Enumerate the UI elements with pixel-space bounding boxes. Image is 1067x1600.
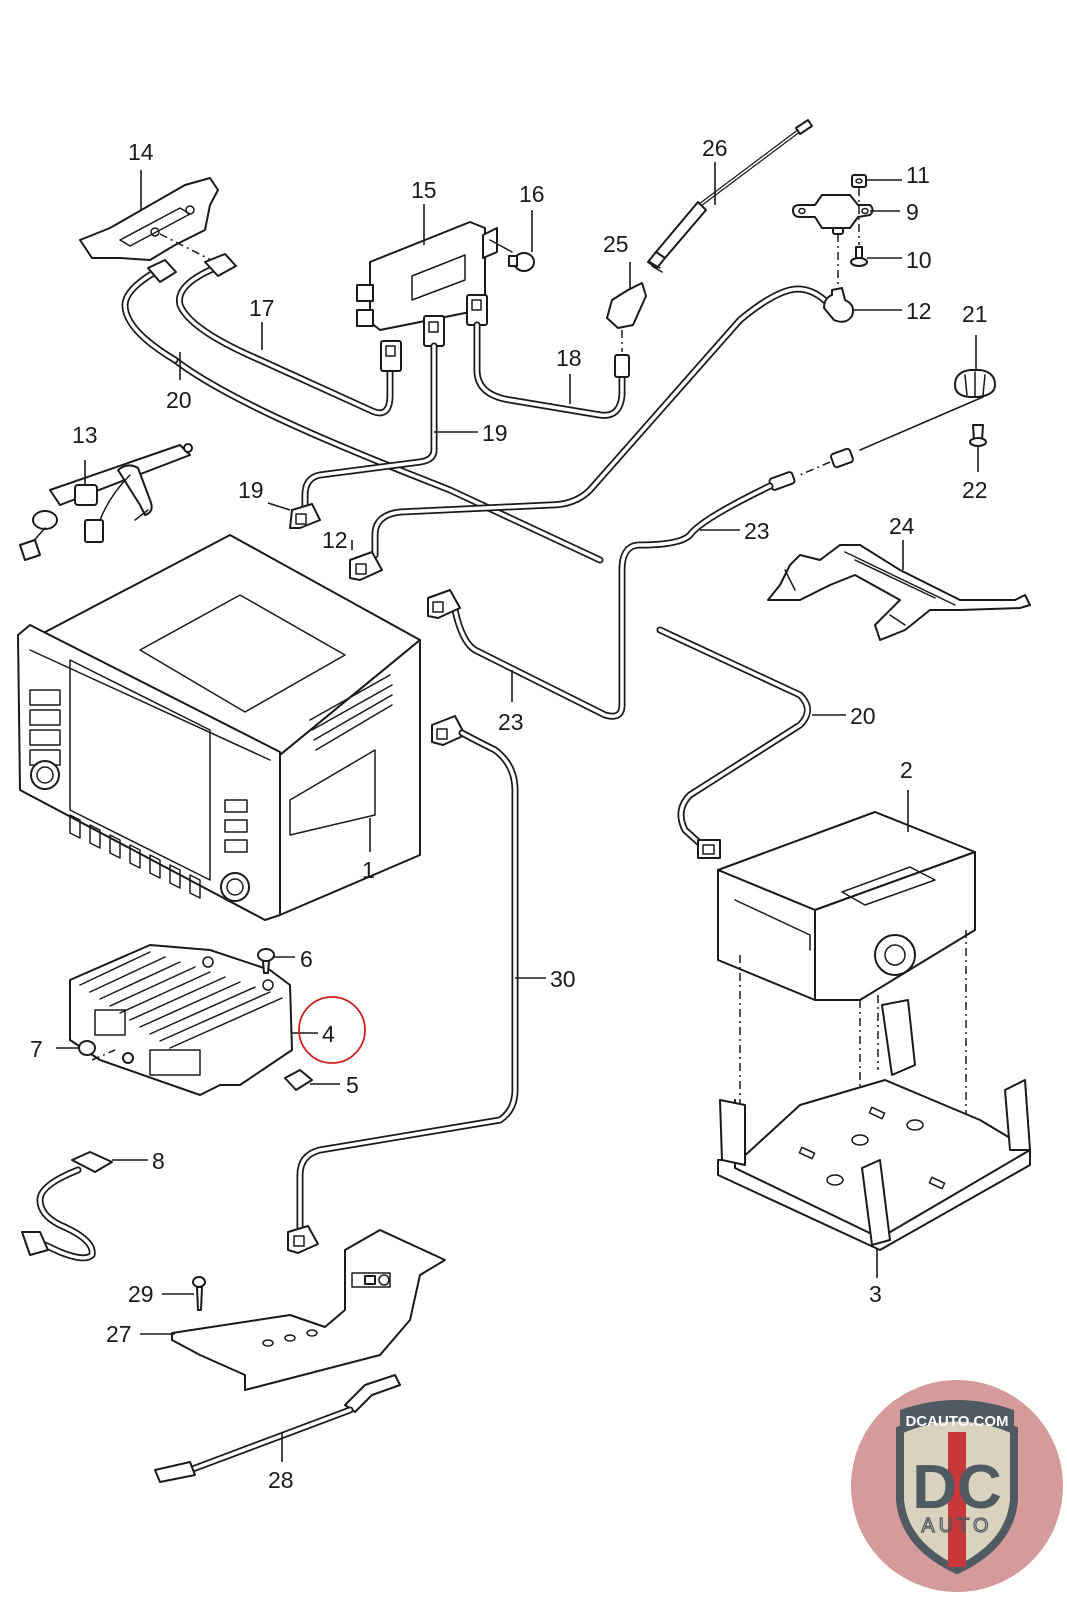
callout-15: 15 <box>411 177 437 203</box>
gps-wire <box>859 396 984 451</box>
callout-21: 21 <box>962 301 988 327</box>
fan-icon <box>874 934 916 976</box>
callout-23b: 23 <box>498 709 524 735</box>
callout-24: 24 <box>889 513 915 539</box>
part-4-amplifier <box>69 944 293 1096</box>
callout-17: 17 <box>249 295 275 321</box>
part-22-screw <box>969 424 987 447</box>
cable-12 <box>349 285 855 581</box>
part-9-antenna-module <box>792 194 874 235</box>
cable-20-long <box>171 356 811 859</box>
logo-site-text: DCAUTO.COM <box>905 1413 1008 1430</box>
left-knob <box>30 760 60 790</box>
callout-18: 18 <box>556 345 582 371</box>
callout-5: 5 <box>346 1072 359 1098</box>
callout-2: 2 <box>900 757 913 783</box>
part-28-cable <box>154 1374 401 1483</box>
callout-19a: 19 <box>482 420 508 446</box>
callouts: 1 2 3 4 5 6 7 8 9 10 11 12 <box>30 135 988 1493</box>
heatsink-fins <box>79 951 283 1049</box>
callout-16: 16 <box>519 181 545 207</box>
callout-27: 27 <box>106 1321 132 1347</box>
callout-20a: 20 <box>166 387 192 413</box>
logo-stripe <box>948 1432 966 1567</box>
part-24-bracket <box>767 544 1031 641</box>
callout-12b: 12 <box>322 527 348 553</box>
part-14-bracket <box>79 177 219 263</box>
callout-1: 1 <box>362 857 375 883</box>
callout-9: 9 <box>906 199 919 225</box>
cable-30 <box>287 715 519 1254</box>
part-27-mounting-plate <box>171 1229 446 1391</box>
part-25-antenna-base <box>606 282 647 352</box>
callout-29: 29 <box>128 1281 154 1307</box>
callout-14: 14 <box>128 139 154 165</box>
part-8-adapter-cable <box>21 1151 113 1262</box>
callout-11: 11 <box>906 162 930 188</box>
callout-3: 3 <box>869 1281 882 1307</box>
callout-20b: 20 <box>850 703 876 729</box>
logo-letters: DC <box>912 1453 1002 1522</box>
callout-6: 6 <box>300 946 313 972</box>
callout-22: 22 <box>962 477 988 503</box>
vent-holes <box>309 674 393 751</box>
part-16-rivet <box>508 252 535 272</box>
highlight-circle <box>298 996 366 1064</box>
callout-25: 25 <box>603 231 629 257</box>
callout-28: 28 <box>268 1467 294 1493</box>
part-5-clip-nut <box>284 1069 313 1091</box>
part-21-gps-antenna <box>954 369 996 398</box>
part-1-head-unit <box>17 534 421 921</box>
logo-subtext: AUTO <box>921 1515 992 1537</box>
connector-20 <box>697 839 721 859</box>
part-2-module <box>717 811 976 1001</box>
cable-18 <box>473 321 630 419</box>
watermark-logo: DCAUTO.COM DC AUTO <box>851 1380 1063 1592</box>
cable-19 <box>289 342 438 529</box>
cable-23 <box>427 447 854 720</box>
callout-7: 7 <box>30 1036 43 1062</box>
cable-17 <box>121 253 402 417</box>
callout-19b: 19 <box>238 477 264 503</box>
right-knob <box>220 872 250 902</box>
callout-26: 26 <box>702 135 728 161</box>
callout-4: 4 <box>322 1021 335 1047</box>
callout-13: 13 <box>72 422 98 448</box>
part-15-bracket <box>356 221 535 347</box>
part-3-tray <box>717 999 1031 1251</box>
part-29-bolt <box>192 1276 206 1311</box>
callout-10: 10 <box>906 247 932 273</box>
part-10-screw <box>850 188 868 267</box>
front-buttons <box>29 689 248 899</box>
part-11-speed-nut <box>851 174 867 188</box>
part-26-antenna-mast <box>647 119 813 273</box>
callout-8: 8 <box>152 1148 165 1174</box>
callout-23a: 23 <box>744 518 770 544</box>
dash-lines-2-3 <box>739 930 967 1215</box>
callout-30: 30 <box>550 966 576 992</box>
callout-12a: 12 <box>906 298 932 324</box>
part-6-bolt <box>257 948 275 974</box>
part-13-harness <box>19 443 193 561</box>
